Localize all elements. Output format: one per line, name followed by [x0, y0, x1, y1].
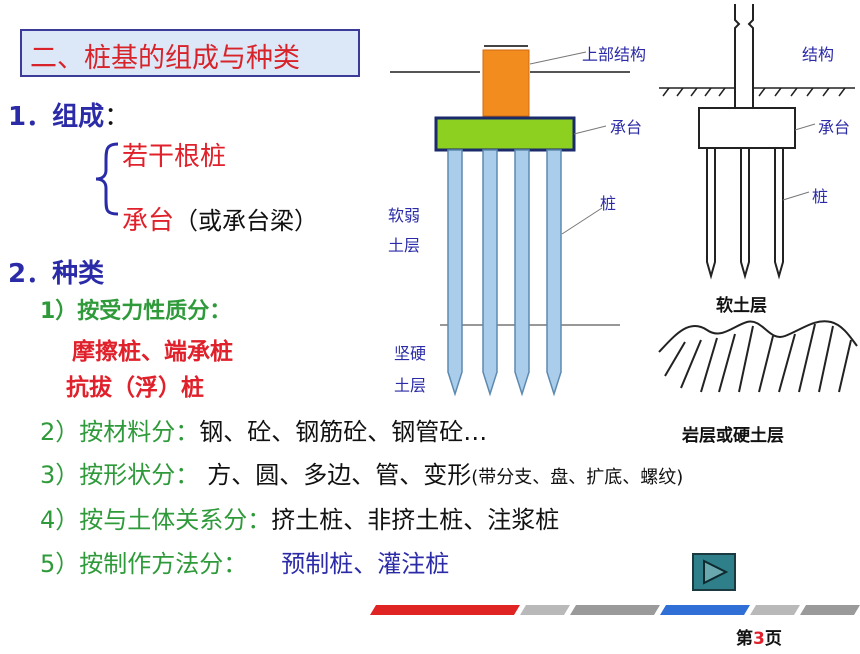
label-soft-soil-2: 土层 [388, 236, 421, 255]
sub1-label: 1）按受力性质分： [40, 299, 232, 324]
section-2-heading: 2．种类 [8, 259, 105, 289]
leader-pile [561, 207, 603, 235]
leader-superstructure [529, 51, 587, 65]
sub2-value: 钢、砼、钢筋砼、钢管砼… [199, 418, 488, 446]
label-hard-soil-1: 坚硬 [394, 344, 427, 363]
ground-hatch-left [659, 87, 735, 97]
section-1-heading-text: 1．组成 [8, 102, 105, 132]
sub3-note: (带分支、盘、扩底、螺纹) [471, 467, 684, 488]
component-cap-label: 承台 [122, 206, 175, 236]
label-cap-right: 承台 [818, 118, 851, 137]
page-prefix: 第 [736, 629, 753, 649]
ground-hatch-right [753, 87, 855, 97]
pile-cap [434, 116, 576, 152]
sub5-value: 预制桩、灌注桩 [281, 550, 450, 578]
label-pile-right: 桩 [812, 187, 829, 206]
leader-cap-right [794, 123, 816, 131]
footer-stripe [370, 605, 860, 615]
component-cap: 承台（或承台梁） [122, 200, 318, 237]
sub4-label: 4）按与土体关系分： [40, 506, 272, 534]
label-hard-soil-2: 土层 [394, 376, 427, 395]
pile-outlines [706, 148, 784, 280]
sub4-line: 4）按与土体关系分：挤土桩、非挤土桩、注浆桩 [40, 500, 559, 535]
component-cap-note: （或承台梁） [174, 207, 319, 235]
sub2-line: 2）按材料分：钢、砼、钢筋砼、钢管砼… [40, 412, 487, 447]
pile-schematic-diagram [658, 4, 858, 393]
superstructure-column [482, 45, 530, 117]
page-number: 第3页 [736, 624, 782, 649]
sub3-label: 3）按形状分： [40, 461, 200, 489]
label-cap-left: 承台 [610, 118, 643, 137]
section-1-heading: 1．组成： [8, 96, 130, 133]
sub3-line: 3）按形状分：方、圆、多边、管、变形(带分支、盘、扩底、螺纹) [40, 455, 683, 490]
leader-cap [573, 125, 607, 135]
rock-layer [658, 320, 858, 393]
leader-pile-right [782, 191, 810, 201]
structure-column [734, 4, 754, 110]
label-superstructure: 上部结构 [582, 45, 647, 64]
label-rock-layer: 岩层或硬土层 [682, 426, 784, 446]
title-box [20, 29, 360, 77]
sub5-label: 5）按制作方法分： [40, 550, 248, 578]
sub3-value: 方、圆、多边、管、变形 [207, 461, 472, 489]
sub1-line1: 摩擦桩、端承桩 [72, 339, 233, 365]
next-slide-button[interactable] [692, 553, 736, 591]
pile-foundation-diagram [390, 45, 630, 397]
sub5-line: 5）按制作方法分： 预制桩、灌注桩 [40, 544, 449, 579]
page-title: 二、桩基的组成与种类 [30, 43, 300, 74]
sub4-value: 挤土桩、非挤土桩、注浆桩 [271, 506, 560, 534]
brace-icon [95, 142, 119, 216]
page-number-value: 3 [753, 629, 765, 649]
sub2-label: 2）按材料分： [40, 418, 200, 446]
label-soft-layer: 软土层 [716, 296, 767, 316]
label-structure: 结构 [802, 45, 835, 64]
pile-cap-outline [698, 107, 796, 149]
label-soft-soil-1: 软弱 [388, 206, 421, 225]
label-pile-left: 桩 [600, 194, 617, 213]
page-suffix: 页 [764, 629, 782, 649]
component-piles: 若干根桩 [122, 142, 227, 172]
sub1-line2: 抗拔（浮）桩 [66, 375, 204, 401]
piles [447, 149, 562, 397]
play-icon [703, 559, 729, 585]
section-1-colon: ： [104, 102, 131, 132]
